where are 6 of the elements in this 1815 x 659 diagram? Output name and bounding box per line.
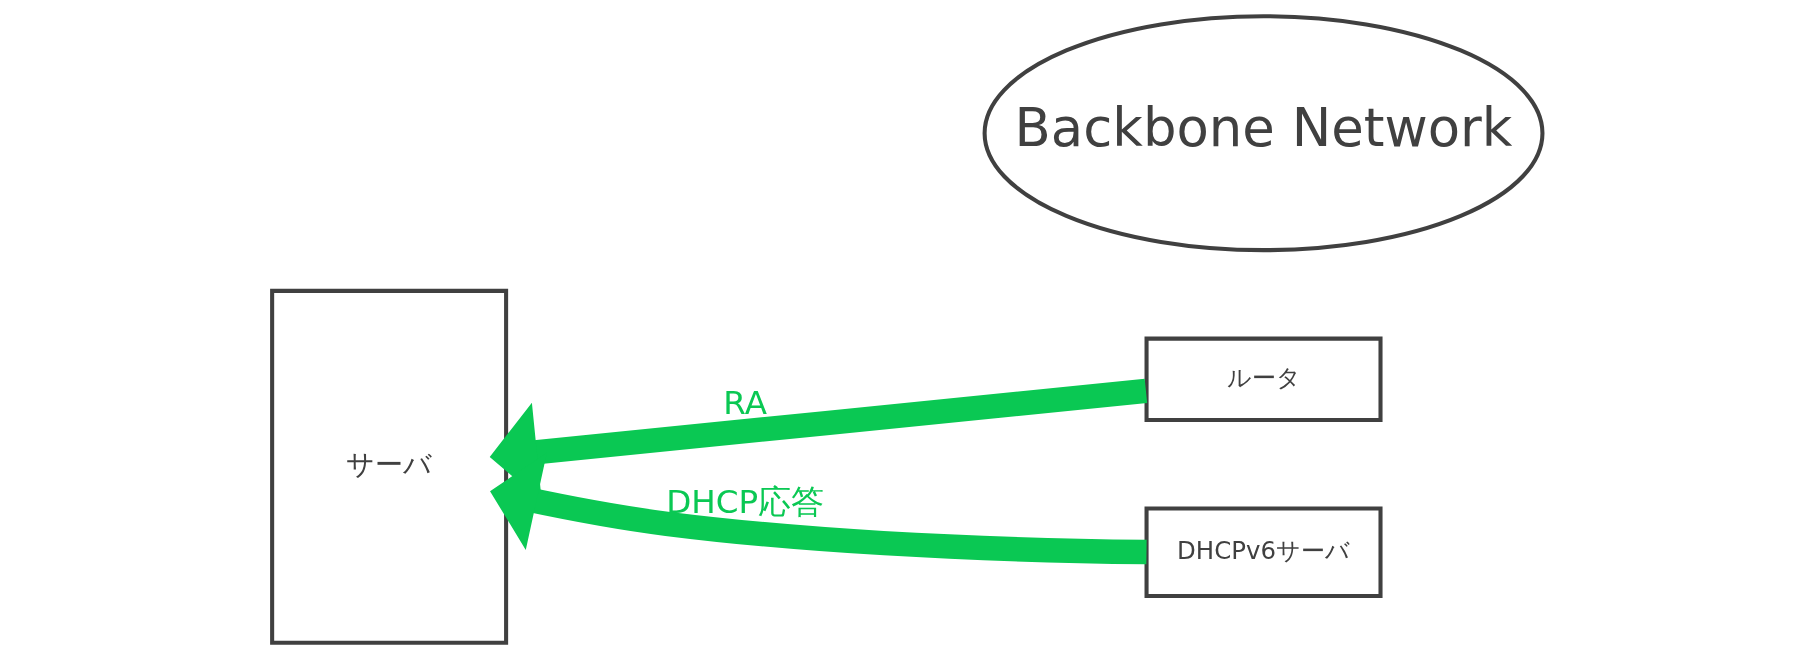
node-ellipse: Backbone Network bbox=[982, 14, 1545, 253]
node-box: ルータ bbox=[1144, 336, 1383, 423]
node-box: DHCPv6サーバ bbox=[1144, 506, 1383, 599]
node-box: サーバ bbox=[270, 288, 509, 645]
edge-label: RA bbox=[723, 383, 767, 422]
edge-label: DHCP応答 bbox=[666, 483, 825, 522]
